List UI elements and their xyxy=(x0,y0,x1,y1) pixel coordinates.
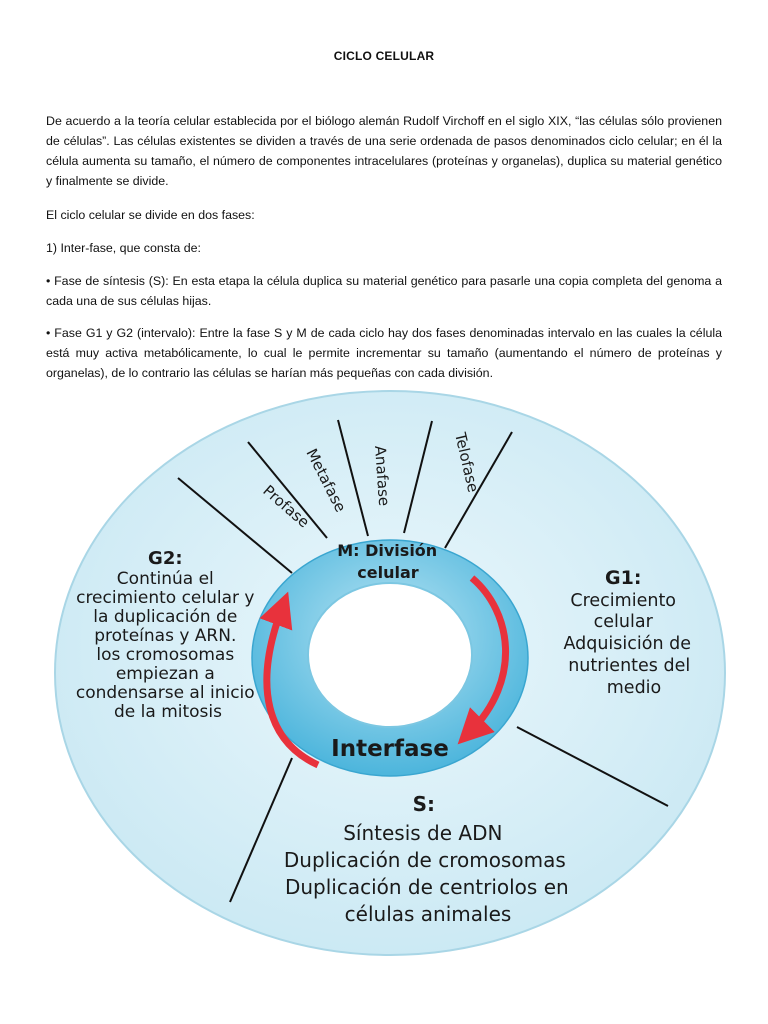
interphase-heading: 1) Inter-fase, que consta de: xyxy=(46,241,201,255)
right-arrow xyxy=(457,575,509,745)
g1-g2-bullet: • Fase G1 y G2 (intervalo): Entre la fas… xyxy=(46,326,722,380)
interfase-label: Interfase xyxy=(331,736,449,762)
m-phase-label: M: División celular xyxy=(337,541,443,582)
g1-label: G1: Crecimiento celular Adquisición de n… xyxy=(563,567,696,698)
g2-label: G2: Continúa el crecimiento celular y la… xyxy=(76,548,260,722)
intro-paragraph: De acuerdo a la teoría celular estableci… xyxy=(46,114,722,188)
division-lines xyxy=(177,419,669,903)
s-phase-bullet: • Fase de síntesis (S): En esta etapa la… xyxy=(46,274,722,308)
phase-anafase: Anafase xyxy=(371,445,393,507)
left-arrow xyxy=(259,591,320,769)
page-title: CICLO CELULAR xyxy=(333,49,435,63)
cell-cycle-diagram: Profase Metafase Anafase Telofase M: Div… xyxy=(54,390,726,956)
s-label: S: Síntesis de ADN Duplicación de cromos… xyxy=(284,792,575,926)
phases-intro: El ciclo celular se divide en dos fases: xyxy=(46,208,255,222)
ring-hole xyxy=(307,582,473,728)
